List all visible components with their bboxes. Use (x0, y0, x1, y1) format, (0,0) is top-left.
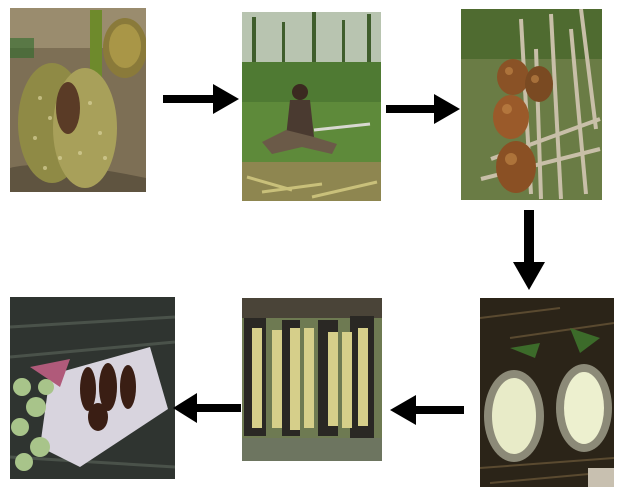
sago-palm-fruits-on-ground-icon (10, 8, 146, 192)
arrow-step-1-to-2 (163, 84, 239, 114)
husked-fruits-among-stalks-icon (461, 9, 602, 200)
step-4-photo (480, 298, 614, 487)
arrow-right-icon (163, 84, 239, 114)
fruit-cut-in-half-icon (480, 298, 614, 487)
arrow-step-5-to-6 (173, 393, 241, 423)
step-6-photo (10, 297, 175, 479)
step-1-photo (10, 8, 146, 192)
arrow-left-icon (173, 393, 241, 423)
arrow-step-3-to-4 (513, 210, 545, 290)
step-5-photo (242, 298, 382, 461)
man-cutting-with-machete-icon (242, 12, 381, 201)
arrow-step-2-to-3 (386, 94, 460, 124)
arrow-left-icon (390, 395, 464, 425)
arrow-right-icon (386, 94, 460, 124)
fruit-pieces-roasted-icon (242, 298, 382, 461)
arrow-down-icon (513, 210, 545, 290)
cooked-pieces-on-plastic-icon (10, 297, 175, 479)
step-2-photo (242, 12, 381, 201)
arrow-step-4-to-5 (390, 395, 464, 425)
step-3-photo (461, 9, 602, 200)
